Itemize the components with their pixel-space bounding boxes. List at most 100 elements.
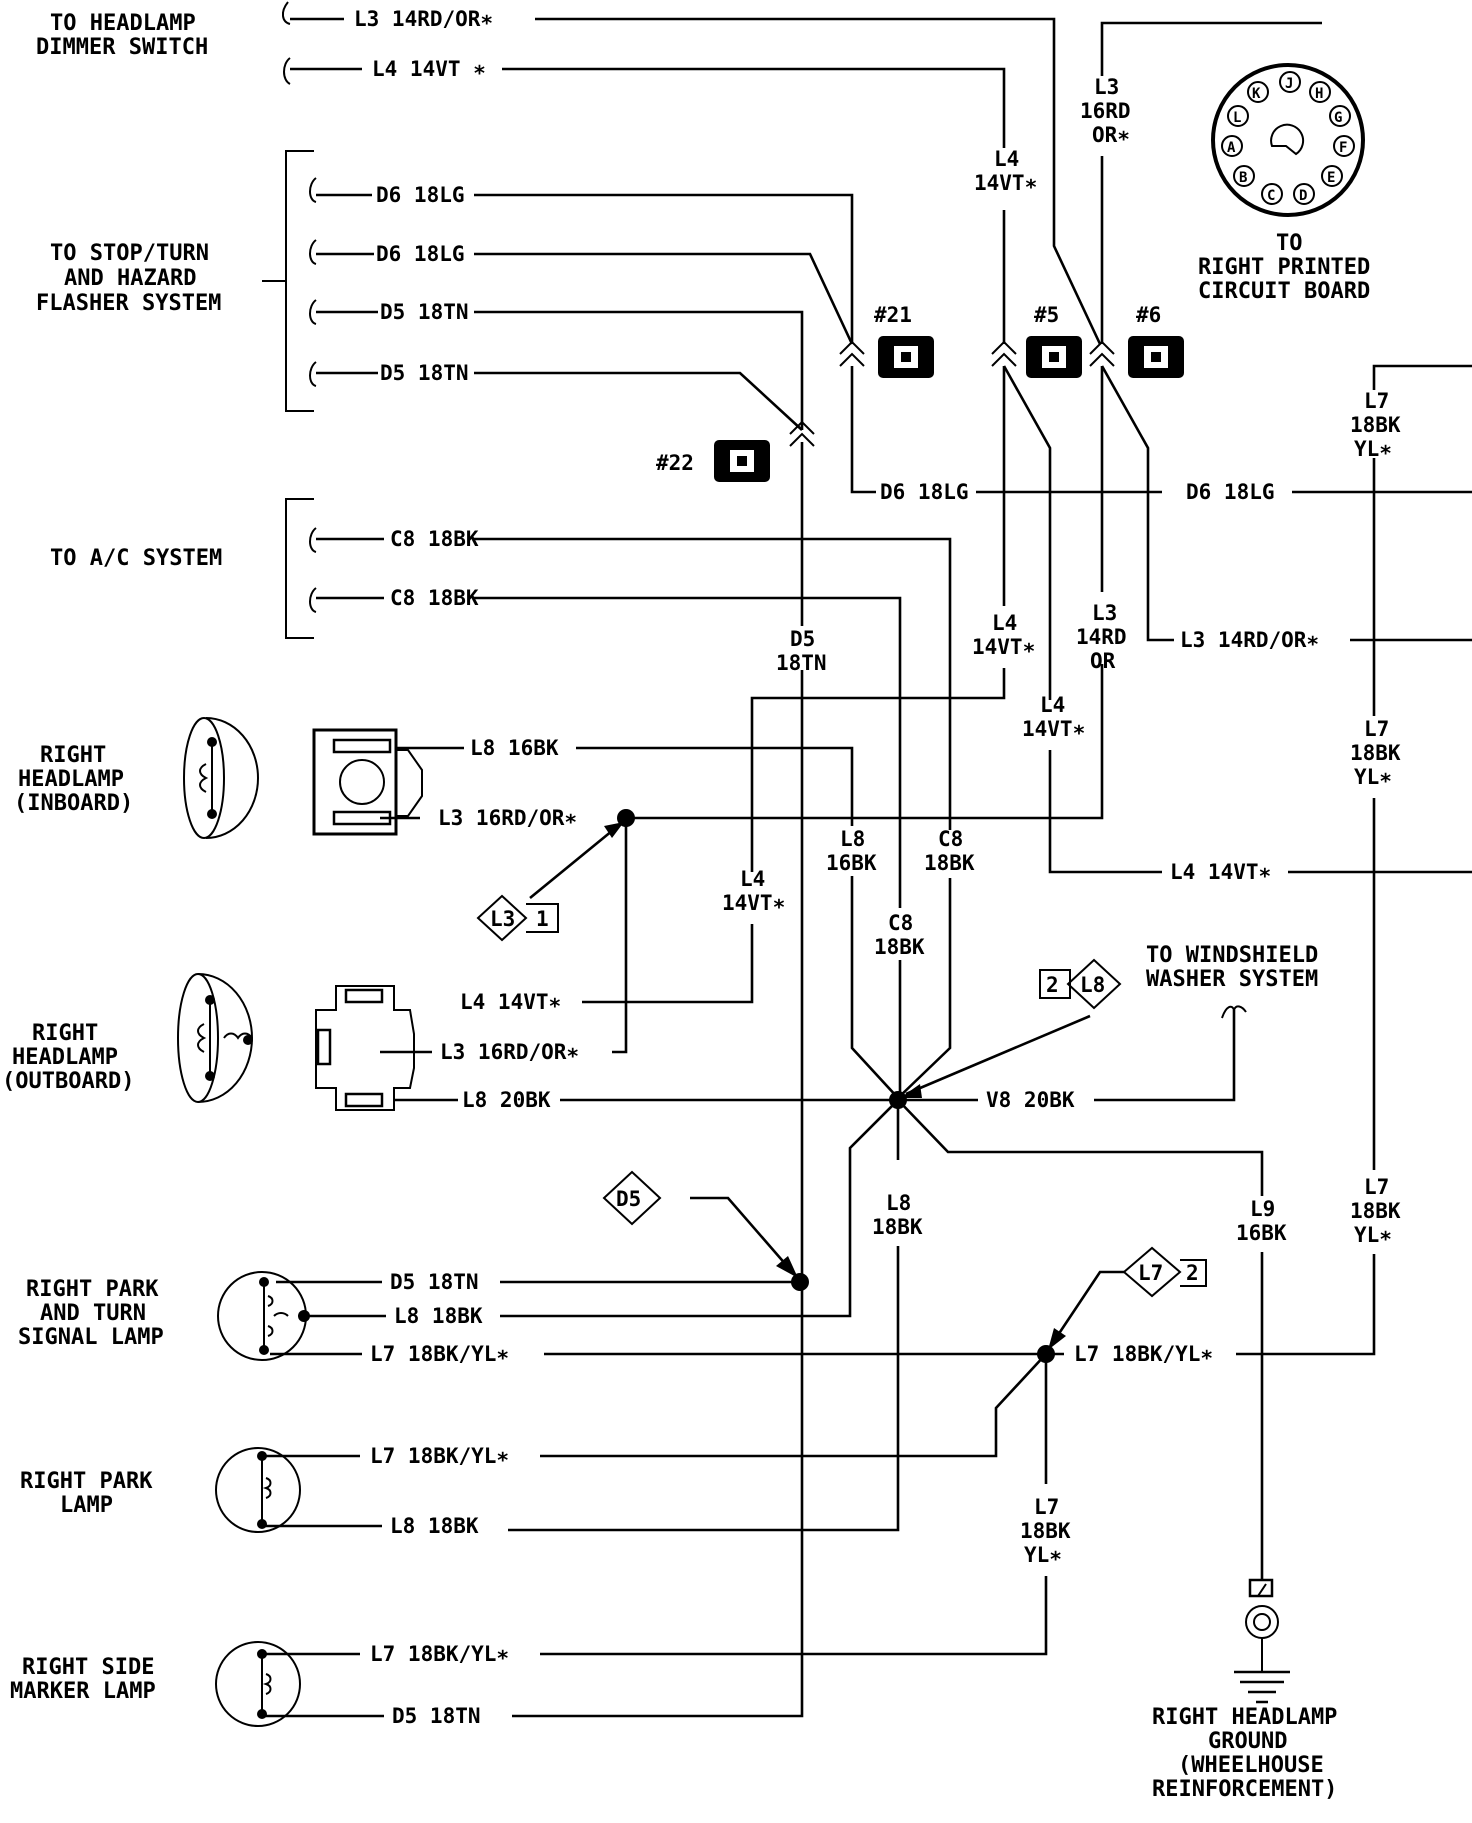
svg-text:G: G bbox=[1334, 110, 1342, 126]
wire-label: D6 18LG bbox=[376, 183, 465, 207]
svg-text:OR∗: OR∗ bbox=[1092, 123, 1130, 147]
wire-label: C8 18BK bbox=[390, 586, 479, 610]
wire-label: L3 14RD/OR∗ bbox=[354, 7, 493, 31]
svg-text:RIGHT: RIGHT bbox=[40, 743, 106, 768]
svg-text:(OUTBOARD): (OUTBOARD) bbox=[2, 1069, 134, 1094]
park-lamp-icon bbox=[215, 1447, 301, 1533]
wire-label: L8 20BK bbox=[462, 1088, 551, 1112]
wires bbox=[262, 17, 1472, 1718]
label-headlamp-ground: RIGHT HEADLAMP GROUND (WHEELHOUSE REINFO… bbox=[1152, 1705, 1337, 1802]
svg-text:DIMMER SWITCH: DIMMER SWITCH bbox=[36, 35, 208, 60]
pcb-pin-k: K bbox=[1247, 81, 1269, 103]
svg-text:1: 1 bbox=[536, 907, 549, 931]
svg-text:L4: L4 bbox=[1040, 693, 1065, 717]
svg-text:D: D bbox=[1299, 188, 1307, 204]
svg-text:GROUND: GROUND bbox=[1208, 1729, 1287, 1754]
svg-text:E: E bbox=[1327, 170, 1335, 186]
svg-text:#21: #21 bbox=[874, 303, 912, 327]
svg-text:L: L bbox=[1233, 110, 1241, 126]
wire-label: D5 18TN bbox=[390, 1270, 479, 1294]
label-headlamp-inboard: RIGHT HEADLAMP (INBOARD) bbox=[14, 743, 133, 816]
splice-label-l8: 2 L8 bbox=[1039, 958, 1122, 1010]
svg-text:HEADLAMP: HEADLAMP bbox=[12, 1045, 118, 1070]
headlamp-inboard-icon bbox=[183, 717, 259, 839]
splice-label-l7: L7 2 bbox=[1122, 1246, 1207, 1298]
wire-label: V8 20BK bbox=[986, 1088, 1075, 1112]
connector-21: #21 bbox=[874, 303, 934, 378]
svg-text:K: K bbox=[1252, 86, 1261, 102]
wire-label: L4 14VT∗ bbox=[1170, 860, 1271, 884]
svg-text:MARKER LAMP: MARKER LAMP bbox=[10, 1679, 156, 1704]
wire-label: L8 16BK bbox=[470, 736, 559, 760]
wire-label: L7 18BK/YL∗ bbox=[370, 1444, 509, 1468]
svg-text:C8: C8 bbox=[888, 911, 913, 935]
svg-text:YL∗: YL∗ bbox=[1354, 437, 1392, 461]
svg-text:D5: D5 bbox=[790, 627, 815, 651]
wire-label: C8 18BK bbox=[924, 827, 975, 875]
label-headlamp-outboard: RIGHT HEADLAMP (OUTBOARD) bbox=[2, 1021, 134, 1094]
svg-text:16BK: 16BK bbox=[826, 851, 877, 875]
wire-label: L8 18BK bbox=[394, 1304, 483, 1328]
wire-label: L3 16RD OR∗ bbox=[1080, 75, 1131, 147]
wire-label: L8 18BK bbox=[872, 1191, 923, 1239]
svg-text:L7: L7 bbox=[1034, 1495, 1059, 1519]
splice-label-l3: L3 1 bbox=[476, 894, 559, 942]
wire-label: L4 14VT∗ bbox=[972, 611, 1035, 659]
terminal-symbols bbox=[282, 1, 317, 613]
svg-text:#6: #6 bbox=[1136, 303, 1161, 327]
wire-label: L4 14VT ∗ bbox=[372, 57, 486, 81]
pcb-pin-b: B bbox=[1233, 165, 1255, 187]
svg-text:L8: L8 bbox=[840, 827, 865, 851]
svg-text:YL∗: YL∗ bbox=[1024, 1543, 1062, 1567]
svg-text:WASHER SYSTEM: WASHER SYSTEM bbox=[1146, 967, 1318, 992]
svg-text:J: J bbox=[1285, 76, 1293, 92]
svg-text:L7: L7 bbox=[1364, 389, 1389, 413]
svg-text:TO STOP/TURN: TO STOP/TURN bbox=[50, 241, 209, 266]
svg-text:RIGHT PARK: RIGHT PARK bbox=[26, 1277, 159, 1302]
side-marker-lamp-icon bbox=[215, 1641, 301, 1727]
headlamp-outboard-icon bbox=[177, 973, 253, 1103]
svg-text:18BK: 18BK bbox=[924, 851, 975, 875]
wire-label: L7 18BK YL∗ bbox=[1350, 389, 1401, 461]
svg-text:RIGHT PARK: RIGHT PARK bbox=[20, 1469, 153, 1494]
svg-text:TO: TO bbox=[1276, 231, 1303, 256]
wire-label: D6 18LG bbox=[880, 480, 969, 504]
svg-text:18BK: 18BK bbox=[1350, 741, 1401, 765]
svg-text:HEADLAMP: HEADLAMP bbox=[18, 767, 124, 792]
label-park-lamp: RIGHT PARK LAMP bbox=[20, 1469, 153, 1518]
junction-d5 bbox=[791, 1273, 809, 1291]
headlamp-outboard-connector bbox=[315, 985, 415, 1111]
svg-text:18BK: 18BK bbox=[1350, 413, 1401, 437]
svg-text:L3: L3 bbox=[490, 907, 515, 931]
svg-text:18BK: 18BK bbox=[1350, 1199, 1401, 1223]
svg-text:L7: L7 bbox=[1138, 1261, 1163, 1285]
wire-label: L7 18BK/YL∗ bbox=[1074, 1342, 1213, 1366]
wire-label: L4 14VT∗ bbox=[722, 867, 785, 915]
brackets bbox=[262, 150, 314, 639]
junction-l8 bbox=[889, 1091, 907, 1109]
park-turn-lamp-icon bbox=[217, 1271, 310, 1361]
pcb-pin-c: C bbox=[1261, 183, 1283, 205]
wire-label: L8 16BK bbox=[826, 827, 877, 875]
wire-label: L3 16RD/OR∗ bbox=[438, 806, 577, 830]
wire-label: D5 18TN bbox=[776, 627, 827, 675]
wire-label: D6 18LG bbox=[1186, 480, 1275, 504]
svg-text:RIGHT PRINTED: RIGHT PRINTED bbox=[1198, 255, 1370, 280]
svg-text:L4: L4 bbox=[740, 867, 765, 891]
wire-label: D5 18TN bbox=[380, 361, 469, 385]
wire-label: L9 16BK bbox=[1236, 1197, 1287, 1245]
label-washer-system: TO WINDSHIELD WASHER SYSTEM bbox=[1146, 943, 1318, 992]
svg-text:L8: L8 bbox=[886, 1191, 911, 1215]
connector-22: #22 bbox=[656, 440, 770, 482]
pcb-pin-j: J bbox=[1279, 71, 1301, 93]
wire-label: L3 16RD/OR∗ bbox=[440, 1040, 579, 1064]
pcb-pin-a: A bbox=[1221, 135, 1243, 157]
svg-text:B: B bbox=[1239, 170, 1247, 186]
wire-label: D5 18TN bbox=[380, 300, 469, 324]
svg-text:(WHEELHOUSE: (WHEELHOUSE bbox=[1178, 1753, 1324, 1778]
wire-labels: L3 14RD/OR∗ L4 14VT ∗ D6 18LG D6 18LG D5… bbox=[354, 7, 1319, 1728]
svg-text:14VT∗: 14VT∗ bbox=[972, 635, 1035, 659]
svg-text:#22: #22 bbox=[656, 451, 694, 475]
svg-text:H: H bbox=[1315, 86, 1323, 102]
